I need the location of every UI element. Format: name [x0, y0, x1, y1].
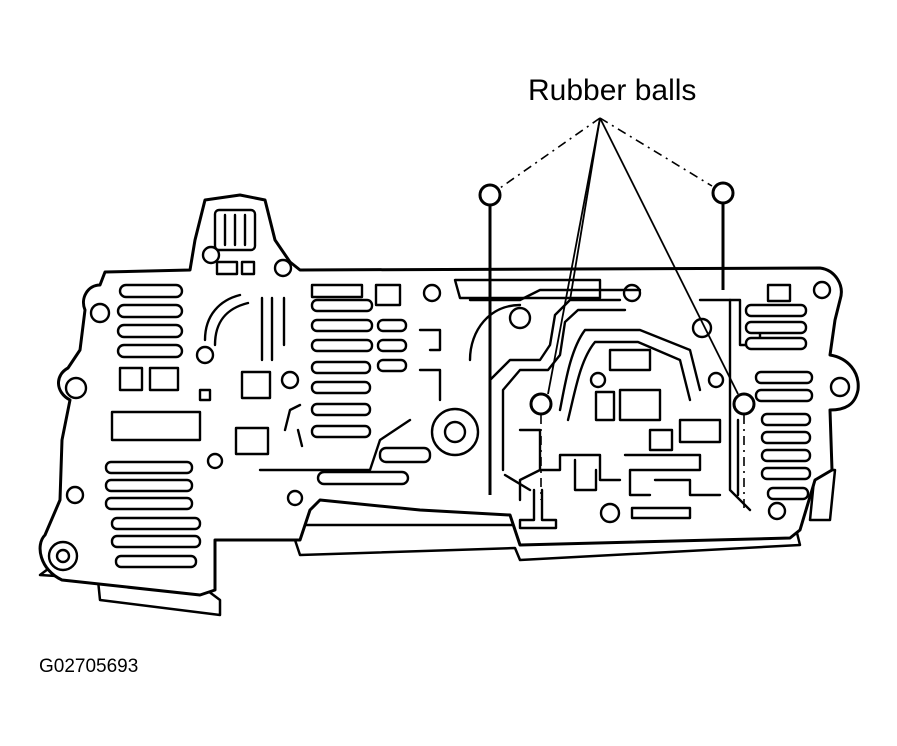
callout-label: Rubber balls	[528, 74, 696, 107]
rubber-ball-4	[732, 392, 756, 416]
rubber-balls	[478, 181, 756, 416]
callout-leaders	[499, 117, 739, 395]
figure-id: G02705693	[39, 656, 138, 677]
ball-seat-lines	[488, 204, 745, 510]
valve-body-plate	[38, 193, 860, 597]
rubber-ball-1	[478, 183, 502, 207]
rubber-ball-2	[711, 181, 735, 205]
rubber-ball-3	[529, 392, 553, 416]
bolt-holes	[47, 245, 851, 572]
